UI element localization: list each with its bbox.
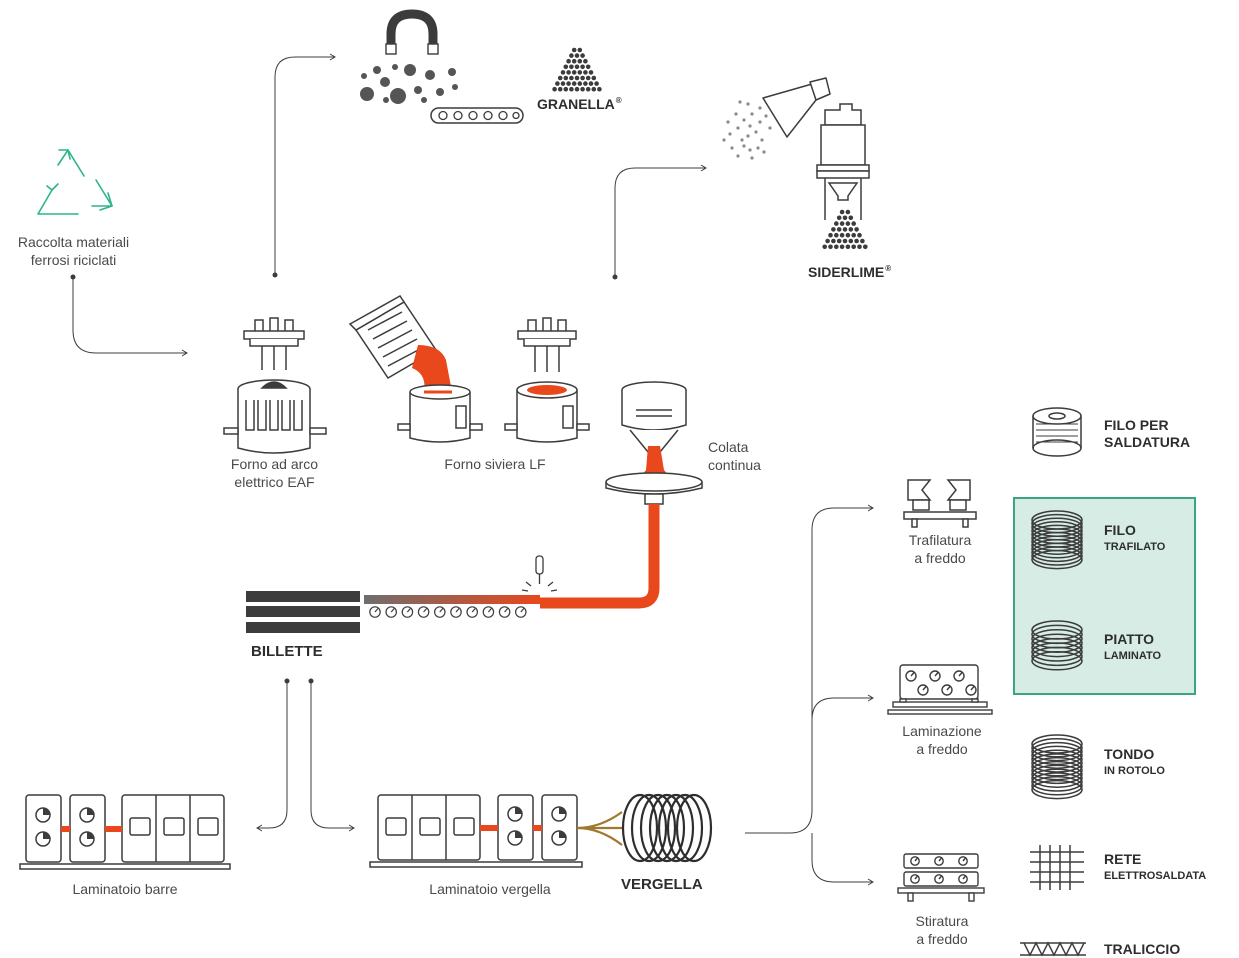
spray-nozzle-icon [762, 77, 831, 138]
molten-steel-pour [412, 345, 452, 392]
granella-pile-icon [552, 47, 602, 92]
arrow-billette-vergella [310, 681, 353, 829]
strand-rollers-icon [369, 606, 527, 618]
arrow-vergella-laminazione [811, 697, 872, 721]
label-raccolta: Raccolta materiali ferrosi riciclati [17, 234, 130, 268]
arrow-vergella-stiratura [811, 833, 872, 883]
label-trafilatura: Trafilatura a freddo [908, 532, 972, 566]
label-laminatoio-barre: Laminatoio barre [72, 881, 178, 897]
magnet-icon [385, 9, 439, 55]
arrow-eaf-granella [274, 56, 334, 275]
tundish-icon [621, 381, 687, 453]
brand-granella: GRANELLA® [537, 96, 622, 112]
arrow-vergella-trafilatura [745, 507, 872, 834]
arrow-billette-barre [258, 681, 288, 829]
conveyor-icon [430, 107, 524, 124]
arrow-lf-siderlime [614, 167, 705, 277]
label-vergella: VERGELLA [621, 876, 703, 893]
label-lf: Forno siviera LF [444, 456, 546, 472]
eaf-furnace-icon [223, 379, 327, 454]
torch-cutter-icon [521, 555, 558, 592]
recycle-icon [37, 149, 113, 215]
product-traliccio: TRALICCIO [1104, 941, 1181, 957]
bar-mill-rolls [35, 807, 122, 847]
brand-siderlime: SIDERLIME® [808, 264, 892, 280]
bar-mill-icon [19, 794, 231, 870]
connector-lines [72, 53, 874, 886]
welding-wire-spool-icon [1032, 407, 1082, 457]
welded-mesh-icon [1030, 845, 1084, 890]
lattice-girder-icon [1020, 941, 1086, 957]
vergella-coil-icon [621, 793, 713, 863]
label-laminatoio-vergella: Laminatoio vergella [429, 881, 551, 897]
label-colata: Colata continua [708, 439, 761, 473]
rod-mill-icon [369, 794, 583, 868]
straightening-machine-icon [897, 853, 985, 902]
siderlime-pile-icon [822, 209, 868, 250]
round-coil-icon [1031, 734, 1083, 800]
mould-icon [605, 472, 703, 505]
connector-dots [70, 272, 618, 684]
lf-furnace-icon [504, 381, 590, 443]
spray-particles-icon [722, 100, 772, 160]
silo-icon [816, 103, 870, 220]
rod-mill-rolls [480, 806, 567, 846]
billets-icon [246, 591, 360, 633]
cold-rolling-machine-icon [887, 664, 993, 715]
label-billette: BILLETTE [251, 643, 323, 660]
casting-strand [540, 504, 660, 609]
molten-stream [643, 446, 667, 480]
label-laminazione: Laminazione a freddo [902, 723, 982, 757]
ladle-furnace-icon [397, 384, 483, 443]
lf-electrodes-icon [517, 317, 577, 372]
scrap-particles-icon [360, 64, 458, 104]
rod-output [576, 811, 623, 846]
arrow-raccolta-eaf [72, 277, 186, 354]
cooling-strand [364, 595, 540, 604]
drawing-machine-icon [903, 479, 977, 528]
eaf-electrodes-icon [243, 317, 305, 370]
label-stiratura: Stiratura a freddo [915, 913, 969, 947]
label-eaf: Forno ad arco elettrico EAF [230, 456, 319, 490]
